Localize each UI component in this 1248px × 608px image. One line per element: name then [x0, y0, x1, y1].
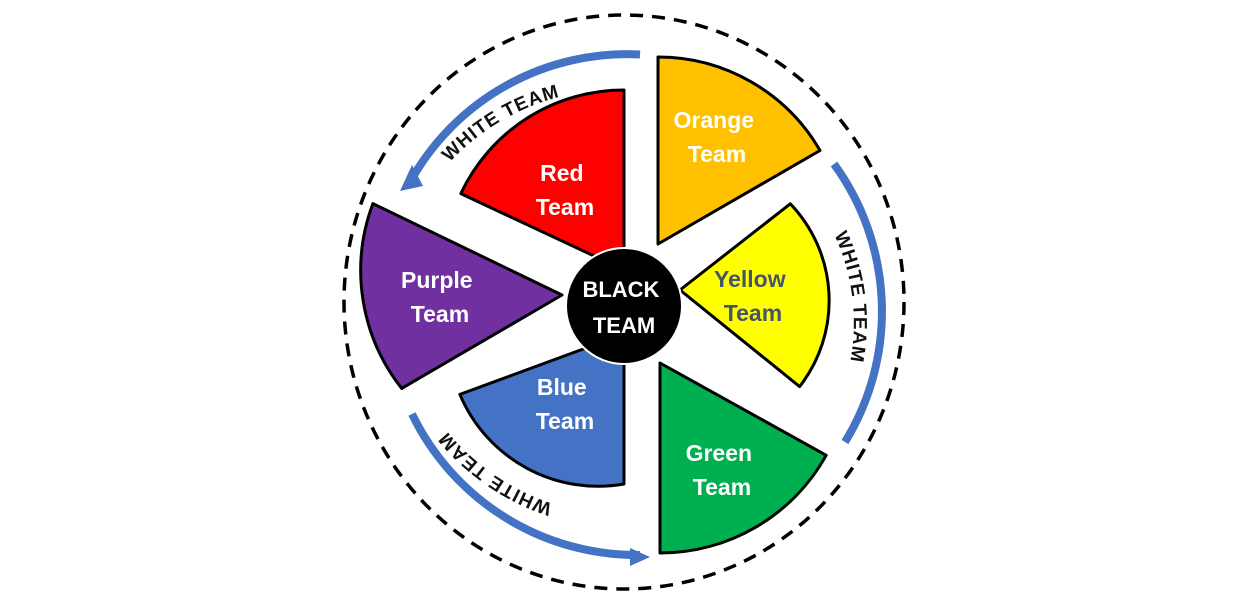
- label-yellow-line2: Team: [724, 300, 782, 326]
- label-red-line2: Team: [536, 194, 594, 220]
- label-blue-line2: Team: [536, 408, 594, 434]
- label-orange-line1: Orange: [674, 107, 755, 133]
- segment-blue: [458, 332, 626, 488]
- label-yellow-line1: Yellow: [714, 266, 786, 292]
- segment-orange: [656, 55, 822, 246]
- black-team-label: BLACK TEAM: [582, 277, 665, 338]
- white-team-label-right: WHITE TEAM: [830, 228, 870, 364]
- label-orange-line2: Team: [688, 141, 746, 167]
- outer-boundary-dashed: [342, 13, 906, 591]
- label-green-line2: Team: [693, 474, 751, 500]
- segment-yellow: [678, 202, 831, 389]
- black-team-circle: [565, 247, 683, 365]
- white-team-arc-right: [830, 161, 886, 445]
- label-purple: Purple Team: [401, 267, 479, 327]
- white-team-arc-bottom-arrowhead: [630, 548, 650, 566]
- label-purple-line2: Team: [411, 301, 469, 327]
- white-team-arc-top: [406, 50, 641, 184]
- white-team-arc-top-arrowhead: [400, 165, 423, 191]
- label-purple-line1: Purple: [401, 267, 473, 293]
- segment-purple: [359, 202, 564, 390]
- label-red: Red Team: [536, 160, 594, 220]
- black-team-line2: TEAM: [593, 313, 655, 338]
- label-blue: Blue Team: [536, 374, 594, 434]
- white-team-arc-bottom: [408, 412, 641, 560]
- label-green-line1: Green: [686, 440, 752, 466]
- segment-green: [658, 361, 828, 555]
- white-team-label-right-text: WHITE TEAM: [830, 228, 869, 364]
- label-yellow: Yellow Team: [714, 266, 792, 326]
- segment-red: [459, 88, 626, 272]
- label-orange: Orange Team: [674, 107, 761, 167]
- label-blue-line1: Blue: [537, 374, 587, 400]
- label-red-line1: Red: [540, 160, 583, 186]
- black-team-line1: BLACK: [582, 277, 659, 302]
- label-green: Green Team: [686, 440, 759, 500]
